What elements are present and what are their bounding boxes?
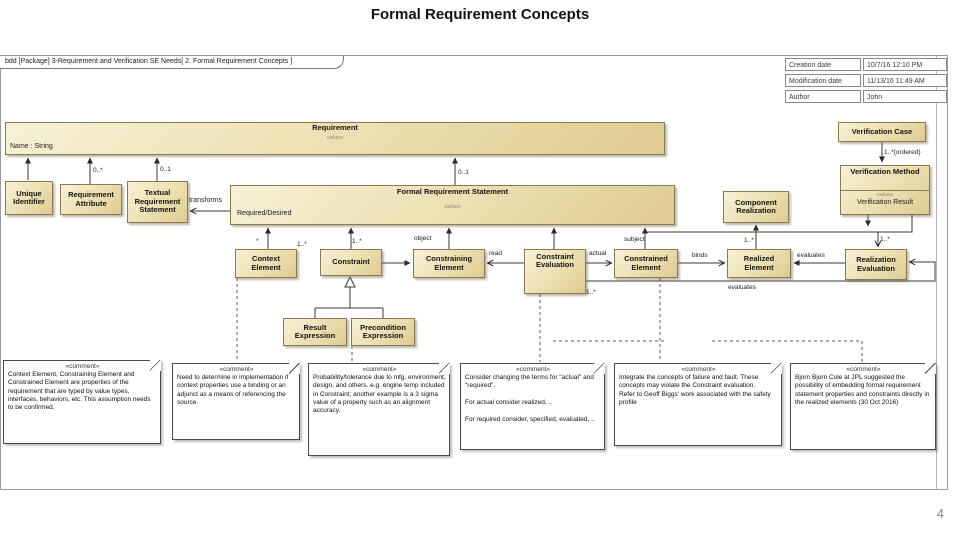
block-precondition-expression: Precondition Expression — [351, 318, 415, 346]
block-constrained-element: Constrained Element — [614, 249, 678, 278]
block-component-realization: Component Realization — [723, 191, 789, 223]
comment-note: «comment» Probability/tolerance due to m… — [308, 363, 450, 456]
block-title: Realization Evaluation — [856, 255, 896, 273]
role-label-subject: subject — [624, 236, 645, 243]
block-requirement: Requirement values Name : String — [5, 122, 665, 155]
info-label: Author — [785, 90, 861, 103]
block-attribute: Name : String — [10, 143, 53, 150]
comment-note: «comment» Context Element, Constraining … — [3, 360, 161, 444]
role-label-binds: binds — [692, 252, 708, 259]
role-label-evaluates: evaluates — [797, 252, 825, 259]
block-title: Precondition Expression — [360, 322, 406, 340]
role-label-object: object — [414, 235, 432, 242]
block-title: Component Realization — [735, 197, 777, 215]
table-row: Author John — [785, 90, 947, 103]
role-label-actual: actual — [589, 250, 607, 257]
table-row: Modification date 11/13/16 11:49 AM — [785, 74, 947, 87]
comment-text: Context Element, Constraining Element an… — [8, 371, 151, 412]
block-requirement-attribute: Requirement Attribute — [60, 184, 122, 215]
comment-text: Consider changing the terms for "actual"… — [465, 374, 595, 423]
block-title: Verification Case — [851, 126, 913, 136]
multiplicity-label: * — [256, 238, 259, 245]
note-corner-icon — [150, 360, 161, 371]
block-title: Requirement — [312, 123, 358, 132]
note-corner-icon — [594, 363, 605, 374]
block-context-element: Context Element — [235, 249, 297, 278]
multiplicity-label: 1..* — [352, 238, 362, 245]
block-attribute: Required/Desired — [237, 210, 292, 217]
block-title: Textual Requirement Statement — [134, 188, 181, 215]
block-constraint-evaluation: Constraint Evaluation — [524, 249, 586, 294]
compartment-divider — [841, 190, 929, 191]
block-title: Context Element — [251, 254, 281, 272]
multiplicity-label: 1..* — [586, 289, 596, 296]
block-formal-requirement-statement: Formal Requirement Statement values Requ… — [230, 185, 675, 225]
block-title: Verification Method — [850, 167, 920, 176]
comment-text: Probability/tolerance due to mfg, enviro… — [313, 374, 446, 415]
info-value: 11/13/16 11:49 AM — [863, 74, 947, 87]
block-title: Constraint Evaluation — [536, 252, 574, 270]
comment-stereotype: «comment» — [65, 363, 100, 370]
comment-note: «comment» Bjorn Bjorn Cole at JPL sugges… — [790, 363, 936, 450]
note-corner-icon — [771, 363, 782, 374]
block-realized-element: Realized Element — [727, 249, 791, 278]
block-result-expression: Result Expression — [283, 318, 347, 346]
block-verification-case: Verification Case — [838, 122, 926, 142]
compartment-label: values — [444, 204, 461, 210]
note-corner-icon — [289, 363, 300, 374]
multiplicity-label: 0..* — [93, 167, 103, 174]
block-realization-evaluation: Realization Evaluation — [845, 249, 907, 280]
comment-text: Need to determine in implementation if c… — [177, 374, 289, 406]
compartment-label: values — [877, 192, 893, 198]
block-title: Constraining Element — [425, 254, 473, 272]
role-label-read: read — [489, 250, 503, 257]
info-label: Modification date — [785, 74, 861, 87]
comment-stereotype: «comment» — [219, 366, 254, 373]
block-attribute: Verification Result — [856, 199, 914, 206]
page-title: Formal Requirement Concepts — [370, 6, 590, 23]
diagram-header-tab: bdd [Package] 3-Requirement and Verifica… — [0, 56, 344, 69]
info-value: John — [863, 90, 947, 103]
comment-note: «comment» Need to determine in implement… — [172, 363, 300, 440]
comment-note: «comment» Integrate the concepts of fail… — [614, 363, 782, 446]
block-title: Constraint — [332, 257, 370, 267]
multiplicity-label: 1..* — [744, 237, 754, 244]
info-label: Creation date — [785, 58, 861, 71]
block-title: Result Expression — [294, 322, 336, 340]
block-unique-identifier: Unique Identifier — [5, 181, 53, 215]
multiplicity-label: 1..* — [297, 241, 307, 248]
multiplicity-label: 1..*{ordered} — [884, 149, 921, 156]
block-title: Unique Identifier — [13, 188, 45, 206]
multiplicity-label: 0..1 — [160, 166, 171, 173]
comment-text: Bjorn Bjorn Cole at JPL suggested the po… — [795, 374, 930, 406]
block-title: Formal Requirement Statement — [396, 187, 509, 196]
multiplicity-label: 1..* — [880, 236, 890, 243]
block-constraint: Constraint — [320, 249, 382, 276]
role-label-transforms: transforms — [189, 197, 223, 204]
info-value: 10/7/16 12:10 PM — [863, 58, 947, 71]
comment-stereotype: «comment» — [516, 366, 550, 373]
comment-note: «comment» Consider changing the terms fo… — [460, 363, 605, 450]
note-corner-icon — [925, 363, 936, 374]
diagram-info-table: Creation date 10/7/16 12:10 PM Modificat… — [785, 58, 947, 106]
comment-stereotype: «comment» — [846, 366, 881, 373]
block-verification-method: Verification Method values Verification … — [840, 165, 930, 215]
block-title: Constrained Element — [624, 254, 668, 272]
comment-stereotype: «comment» — [681, 366, 716, 373]
generalization-arrow — [344, 275, 356, 288]
role-label-evaluates: evaluates — [728, 284, 756, 291]
block-textual-requirement-statement: Textual Requirement Statement — [127, 181, 188, 223]
block-constraining-element: Constraining Element — [413, 249, 485, 278]
block-title: Realized Element — [743, 254, 775, 272]
comment-text: Integrate the concepts of failure and fa… — [619, 374, 771, 406]
page-number: 4 — [936, 506, 944, 521]
note-corner-icon — [439, 363, 450, 374]
table-row: Creation date 10/7/16 12:10 PM — [785, 58, 947, 71]
comment-stereotype: «comment» — [362, 366, 397, 373]
block-title: Requirement Attribute — [68, 190, 114, 208]
compartment-label: values — [327, 135, 343, 141]
multiplicity-label: 0..1 — [458, 169, 469, 176]
